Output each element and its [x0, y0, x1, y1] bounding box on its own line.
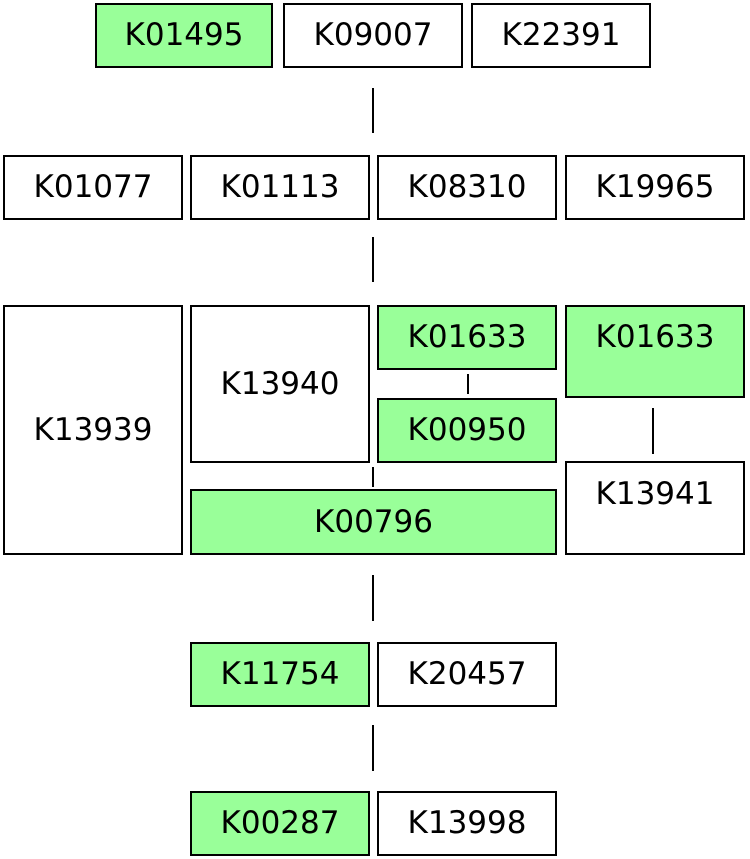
node-k01495: K01495 — [95, 3, 273, 68]
connector-line — [372, 575, 374, 621]
node-k13940: K13940 — [190, 305, 370, 463]
node-k20457: K20457 — [377, 642, 557, 707]
node-k00287: K00287 — [190, 791, 370, 856]
connector-line — [372, 467, 374, 487]
node-k01113: K01113 — [190, 155, 370, 220]
node-k00796: K00796 — [190, 489, 557, 555]
node-k08310: K08310 — [377, 155, 557, 220]
connector-line — [372, 725, 374, 771]
connector-line — [372, 88, 374, 133]
node-k09007: K09007 — [283, 3, 463, 68]
node-k00950: K00950 — [377, 398, 557, 463]
node-k01633-b: K01633 — [565, 305, 745, 398]
node-k22391: K22391 — [471, 3, 651, 68]
node-k01077: K01077 — [3, 155, 183, 220]
node-k13998: K13998 — [377, 791, 557, 856]
connector-line — [467, 374, 469, 394]
node-k13941: K13941 — [565, 461, 745, 555]
connector-line — [652, 408, 654, 454]
node-k19965: K19965 — [565, 155, 745, 220]
node-k11754: K11754 — [190, 642, 370, 707]
connector-line — [372, 237, 374, 282]
node-k01633-a: K01633 — [377, 305, 557, 370]
node-k13939: K13939 — [3, 305, 183, 555]
